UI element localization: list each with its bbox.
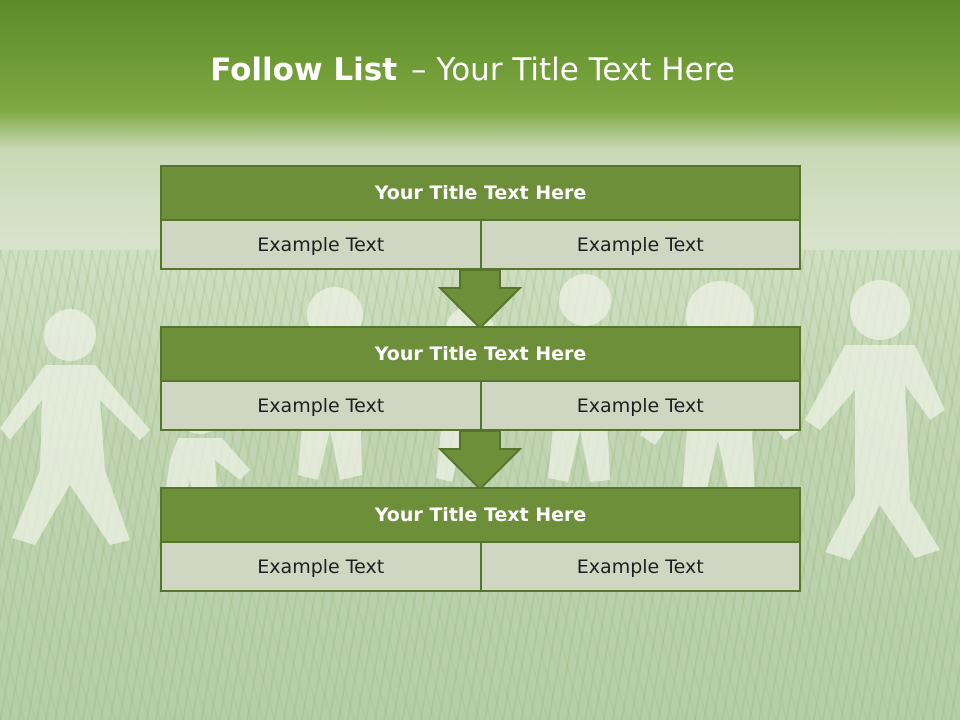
list-block-2: Your Title Text Here Example Text Exampl…: [160, 326, 801, 431]
list-block-1: Your Title Text Here Example Text Exampl…: [160, 165, 801, 270]
block-heading: Your Title Text Here: [160, 487, 801, 543]
block-cell-right: Example Text: [481, 543, 801, 592]
block-cell-left: Example Text: [160, 382, 482, 431]
block-cell-left: Example Text: [160, 221, 482, 270]
block-heading: Your Title Text Here: [160, 326, 801, 382]
block-row: Example Text Example Text: [160, 382, 801, 431]
block-cell-left: Example Text: [160, 543, 482, 592]
block-row: Example Text Example Text: [160, 221, 801, 270]
down-arrow-icon: [438, 270, 522, 330]
down-arrow-icon: [438, 431, 522, 491]
block-cell-right: Example Text: [481, 221, 801, 270]
slide-title: Follow List – Your Title Text Here: [0, 52, 945, 88]
block-heading: Your Title Text Here: [160, 165, 801, 221]
block-row: Example Text Example Text: [160, 543, 801, 592]
title-bold: Follow List: [210, 52, 398, 88]
block-cell-right: Example Text: [481, 382, 801, 431]
list-block-3: Your Title Text Here Example Text Exampl…: [160, 487, 801, 592]
title-rest: – Your Title Text Here: [411, 52, 735, 88]
